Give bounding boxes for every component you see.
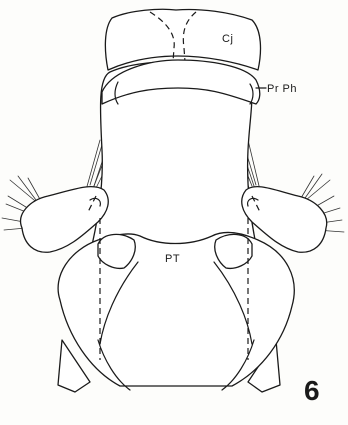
label-prph: Pr Ph (267, 83, 297, 95)
label-prph-group: Pr Ph (256, 83, 297, 95)
lower-segment (58, 218, 294, 390)
figure-number: 6 (304, 375, 320, 406)
label-pt: PT (165, 253, 180, 265)
label-cj: Cj (222, 33, 233, 45)
